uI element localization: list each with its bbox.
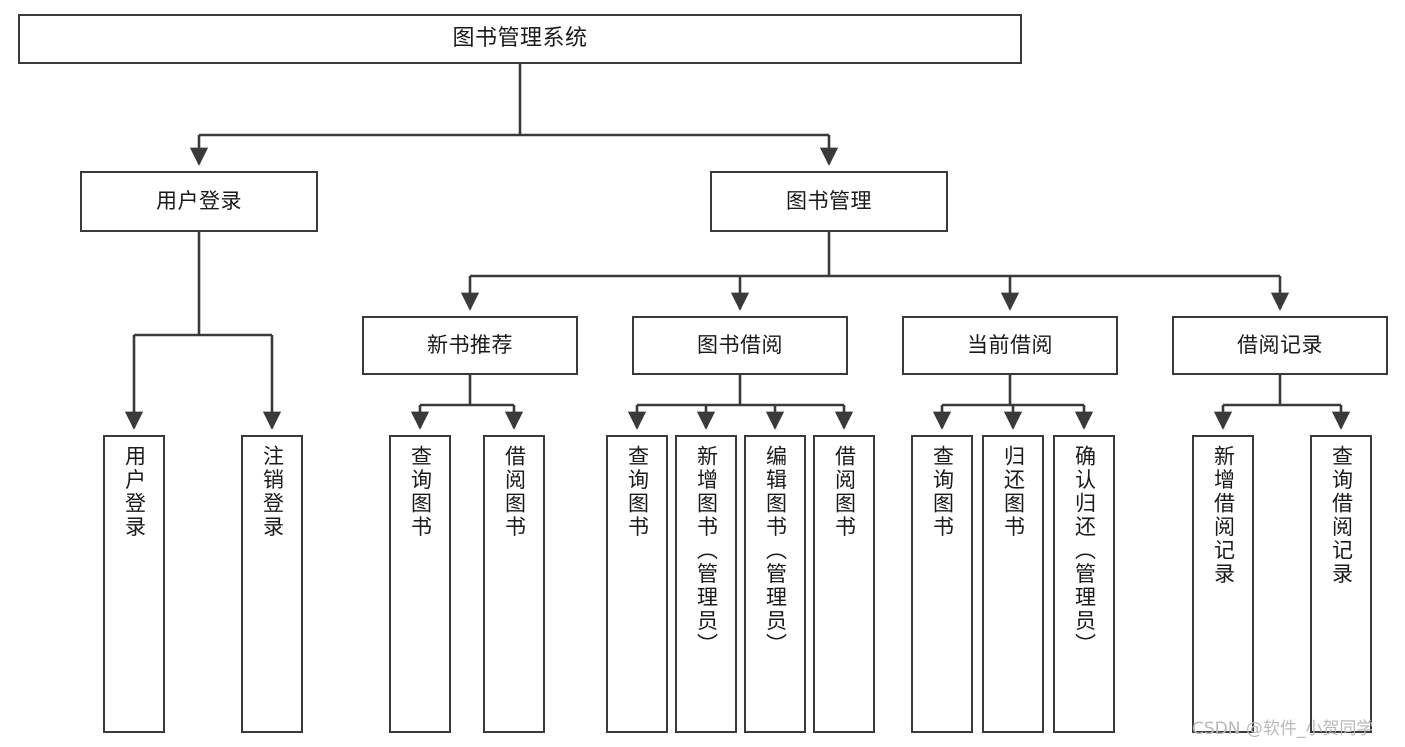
node-current-borrow[interactable]: 当前借阅 [902, 316, 1118, 375]
node-leaf-borrow-edit[interactable]: 编辑图书（管理员） [744, 435, 806, 733]
node-leaf-borrow-add-label: 新增图书（管理员） [694, 445, 719, 657]
node-leaf-cur-return-label: 归还图书 [1001, 445, 1026, 539]
node-leaf-borrow-add[interactable]: 新增图书（管理员） [675, 435, 737, 733]
node-root[interactable]: 图书管理系统 [18, 14, 1022, 64]
node-borrow-record[interactable]: 借阅记录 [1172, 316, 1388, 375]
node-leaf-rec-query[interactable]: 查询图书 [389, 435, 451, 733]
node-leaf-borrow-edit-label: 编辑图书（管理员） [763, 445, 788, 657]
node-leaf-borrow-lend-label: 借阅图书 [832, 445, 857, 539]
node-leaf-cur-confirm-label: 确认归还（管理员） [1072, 445, 1097, 657]
node-leaf-user-login-label: 用户登录 [122, 445, 147, 539]
node-user-login[interactable]: 用户登录 [80, 171, 318, 232]
node-new-book-rec[interactable]: 新书推荐 [362, 316, 578, 375]
node-leaf-cur-confirm[interactable]: 确认归还（管理员） [1053, 435, 1115, 733]
node-leaf-rec-borrow[interactable]: 借阅图书 [483, 435, 545, 733]
node-leaf-rec-borrow-label: 借阅图书 [502, 445, 527, 539]
node-user-login-label: 用户登录 [156, 189, 242, 214]
node-leaf-borrow-query[interactable]: 查询图书 [606, 435, 668, 733]
node-leaf-rec-add-label: 新增借阅记录 [1211, 445, 1236, 586]
node-borrow-record-label: 借阅记录 [1237, 333, 1323, 358]
node-new-book-rec-label: 新书推荐 [427, 333, 513, 358]
node-leaf-cur-query[interactable]: 查询图书 [911, 435, 973, 733]
node-book-borrow[interactable]: 图书借阅 [632, 316, 848, 375]
node-leaf-rec-add[interactable]: 新增借阅记录 [1192, 435, 1254, 733]
node-leaf-cur-query-label: 查询图书 [930, 445, 955, 539]
watermark: CSDN @软件_小贺同学 [1192, 719, 1374, 739]
node-leaf-cur-return[interactable]: 归还图书 [982, 435, 1044, 733]
node-leaf-user-logout-label: 注销登录 [260, 445, 285, 539]
node-root-label: 图书管理系统 [452, 26, 588, 52]
node-leaf-user-login[interactable]: 用户登录 [103, 435, 165, 733]
node-current-borrow-label: 当前借阅 [967, 333, 1053, 358]
node-book-manage-label: 图书管理 [786, 189, 872, 214]
node-leaf-rec-query2-label: 查询借阅记录 [1329, 445, 1354, 586]
node-leaf-user-logout[interactable]: 注销登录 [241, 435, 303, 733]
node-leaf-rec-query-label: 查询图书 [408, 445, 433, 539]
node-leaf-rec-query2[interactable]: 查询借阅记录 [1310, 435, 1372, 733]
node-leaf-borrow-lend[interactable]: 借阅图书 [813, 435, 875, 733]
node-book-manage[interactable]: 图书管理 [710, 171, 948, 232]
node-leaf-borrow-query-label: 查询图书 [625, 445, 650, 539]
node-book-borrow-label: 图书借阅 [697, 333, 783, 358]
